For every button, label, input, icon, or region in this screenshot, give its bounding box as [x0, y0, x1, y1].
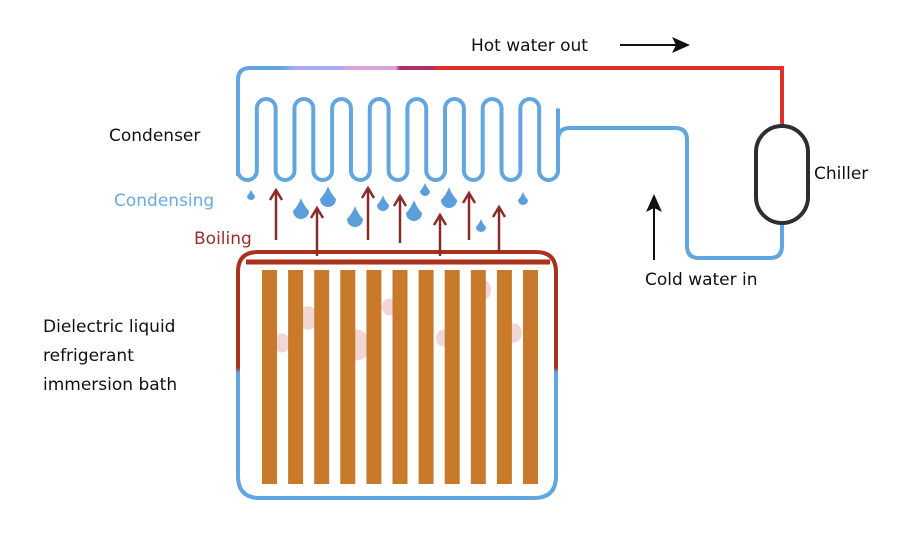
bath-label-line1: Dielectric liquid: [43, 317, 175, 337]
bubble-cluster: [274, 333, 290, 353]
cold-water-pipe: [556, 126, 784, 260]
server-blade: [314, 270, 330, 484]
cold-water-in-label: Cold water in: [645, 270, 758, 290]
condenser-label: Condenser: [109, 126, 200, 146]
condensate-drops: [247, 183, 528, 232]
hot-water-pipe: [438, 66, 784, 127]
condensing-label: Condensing: [114, 191, 214, 211]
condensate-drop-icon: [377, 195, 389, 211]
server-blade: [470, 270, 486, 484]
condensate-drop-icon: [476, 219, 486, 232]
server-blade: [418, 270, 434, 484]
bath-label-line3: immersion bath: [43, 375, 177, 395]
server-blade: [392, 270, 408, 484]
vapor-arrows: [268, 185, 507, 256]
vapor-arrow-icon: [461, 190, 477, 240]
vapor-arrow-icon: [268, 187, 284, 240]
condensate-drop-icon: [247, 189, 255, 200]
server-blade: [444, 270, 460, 484]
vapor-arrow-icon: [432, 212, 448, 256]
chiller-label: Chiller: [814, 164, 868, 184]
server-blade: [366, 270, 382, 484]
condenser-coil: [236, 88, 560, 182]
condensate-drop-icon: [406, 200, 422, 221]
server-blade: [288, 270, 304, 484]
condensate-drop-icon: [347, 206, 363, 227]
condensate-drop-icon: [320, 186, 336, 207]
chiller-icon: [754, 124, 810, 225]
server-blade: [523, 270, 538, 484]
condensate-drop-icon: [293, 198, 309, 219]
server-blade: [340, 270, 356, 484]
hot-water-out-label: Hot water out: [471, 36, 588, 56]
condensate-drop-icon: [420, 183, 430, 196]
vapor-arrow-icon: [360, 185, 376, 240]
boiling-label: Boiling: [194, 229, 252, 249]
vapor-arrow-icon: [392, 193, 408, 243]
vapor-arrow-icon: [309, 205, 325, 256]
vapor-arrow-icon: [491, 204, 507, 252]
condensate-drop-icon: [518, 192, 528, 205]
server-blades: [262, 270, 538, 484]
server-blade: [496, 270, 512, 484]
bath-label-line2: refrigerant: [43, 346, 134, 366]
condensate-drop-icon: [441, 187, 457, 208]
server-blade: [262, 270, 277, 484]
condenser-inlet-pipe: [236, 66, 440, 176]
